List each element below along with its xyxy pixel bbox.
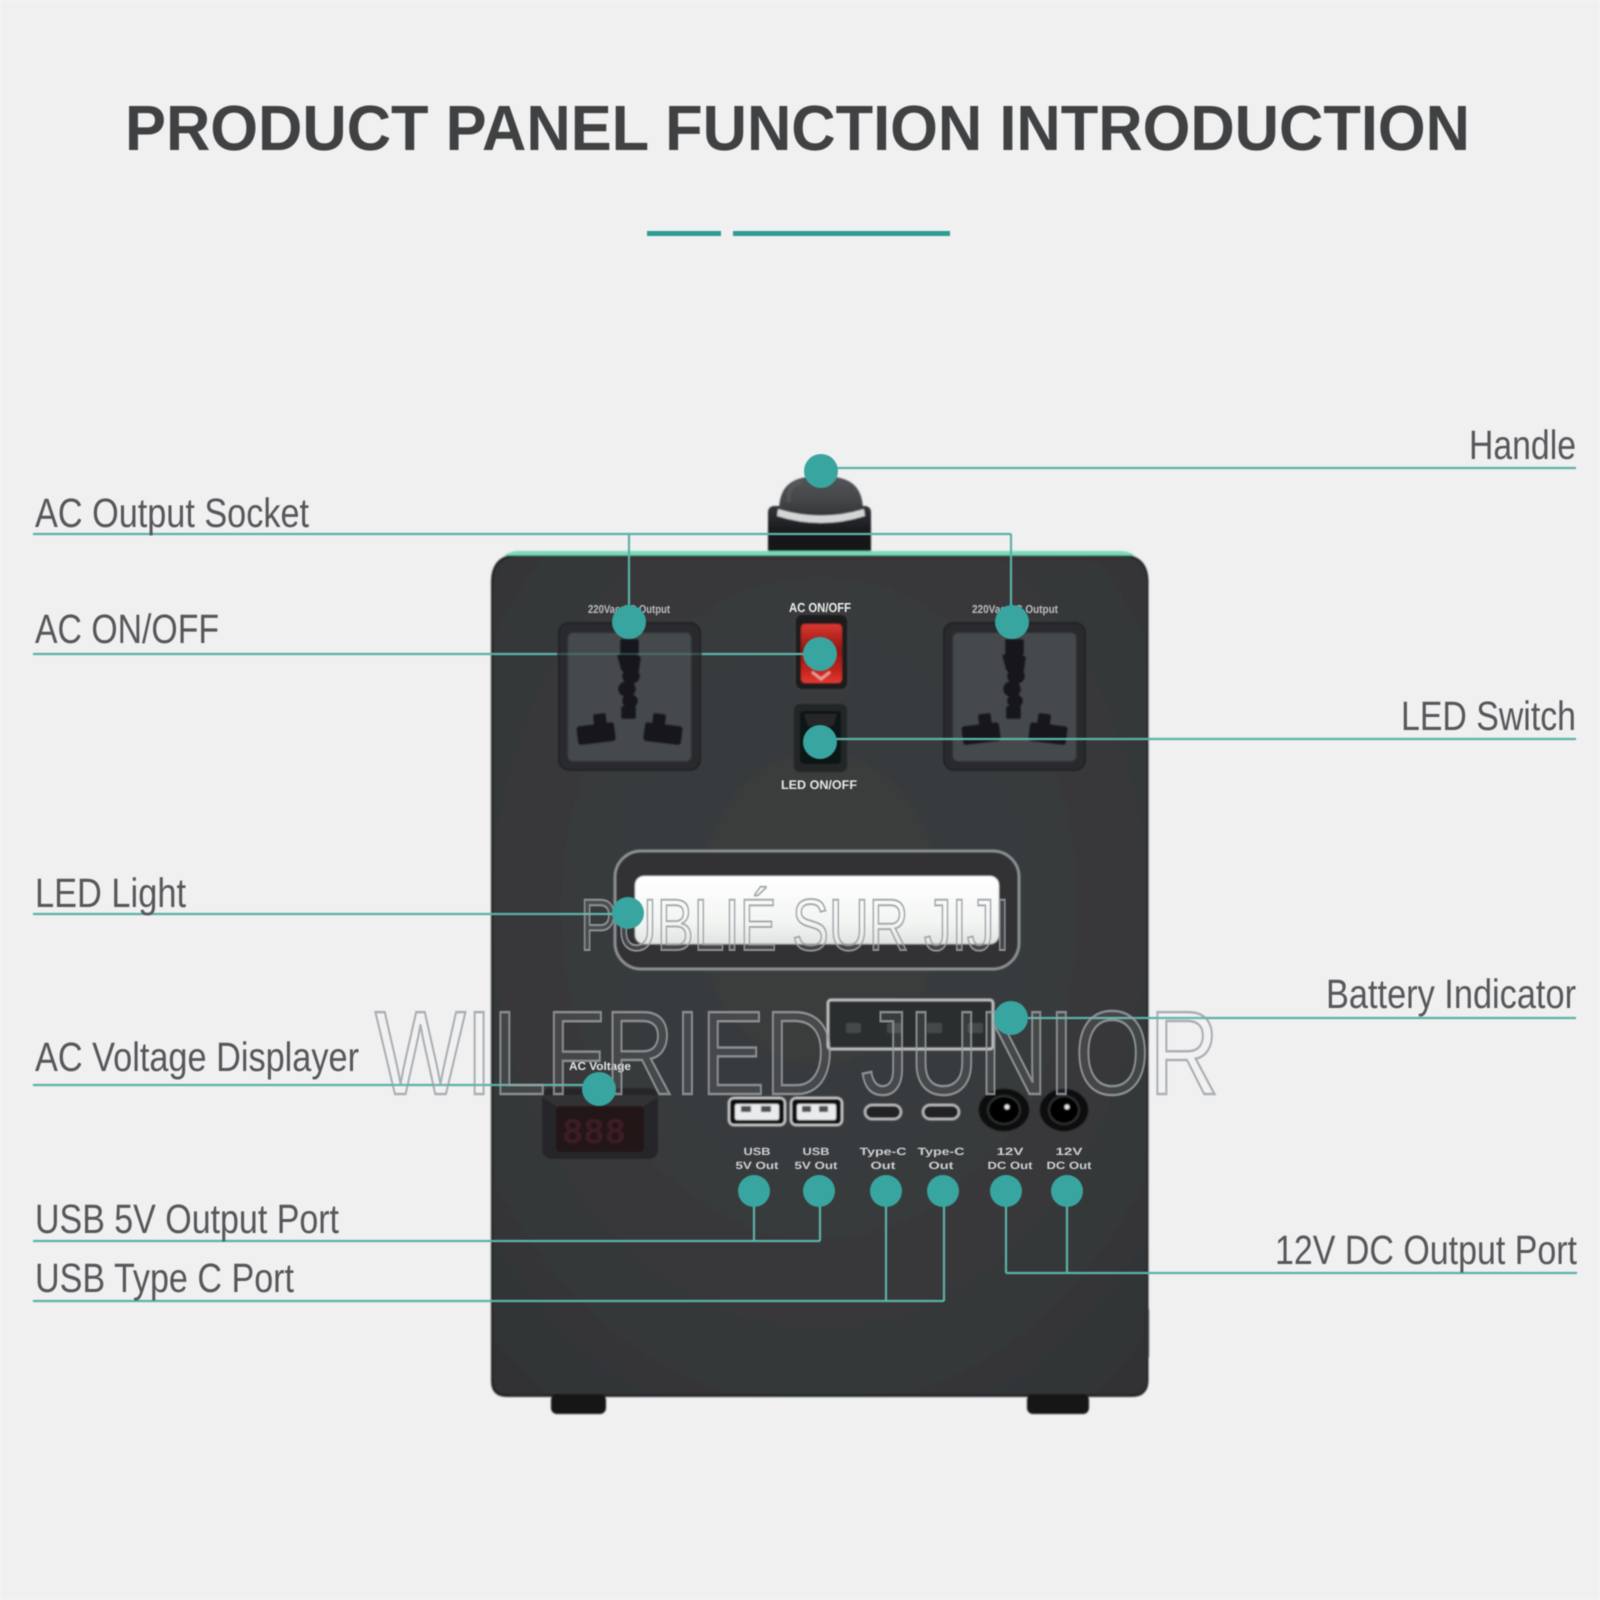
svg-text:12V: 12V <box>1056 1146 1083 1158</box>
svg-text:PRODUCT PANEL FUNCTION INTRODU: PRODUCT PANEL FUNCTION INTRODUCTION <box>125 92 1470 164</box>
svg-text:5V Out: 5V Out <box>795 1160 839 1172</box>
svg-text:LED ON/OFF: LED ON/OFF <box>781 778 857 792</box>
svg-text:USB: USB <box>744 1146 772 1158</box>
svg-text:AC Voltage: AC Voltage <box>569 1061 631 1073</box>
svg-text:DC Out: DC Out <box>988 1160 1034 1172</box>
svg-text:Handle: Handle <box>1469 422 1576 468</box>
svg-text:12V: 12V <box>997 1146 1024 1158</box>
svg-text:Type-C: Type-C <box>860 1146 908 1158</box>
svg-text:5V Out: 5V Out <box>736 1160 780 1172</box>
svg-text:DC Out: DC Out <box>1047 1160 1093 1172</box>
svg-text:WILFRIED JUNIOR: WILFRIED JUNIOR <box>375 987 1219 1120</box>
svg-text:AC Output Socket: AC Output Socket <box>35 490 309 536</box>
svg-text:Battery Indicator: Battery Indicator <box>1326 971 1576 1017</box>
svg-text:LED Switch: LED Switch <box>1401 693 1576 739</box>
svg-text:AC ON/OFF: AC ON/OFF <box>35 606 219 652</box>
svg-text:USB 5V Output Port: USB 5V Output Port <box>35 1196 339 1242</box>
svg-text:AC ON/OFF: AC ON/OFF <box>789 600 851 615</box>
svg-text:Type-C: Type-C <box>918 1146 966 1158</box>
svg-text:PUBLIÉ SUR JIJI: PUBLIÉ SUR JIJI <box>580 885 1010 966</box>
svg-text:888: 888 <box>562 1113 626 1154</box>
svg-text:USB: USB <box>803 1146 831 1158</box>
svg-text:LED Light: LED Light <box>35 870 187 916</box>
svg-text:AC Voltage Displayer: AC Voltage Displayer <box>35 1034 359 1080</box>
svg-text:Out: Out <box>871 1160 897 1172</box>
svg-text:USB Type C Port: USB Type C Port <box>35 1255 294 1301</box>
svg-text:12V DC Output Port: 12V DC Output Port <box>1275 1227 1577 1273</box>
svg-text:Out: Out <box>929 1160 955 1172</box>
